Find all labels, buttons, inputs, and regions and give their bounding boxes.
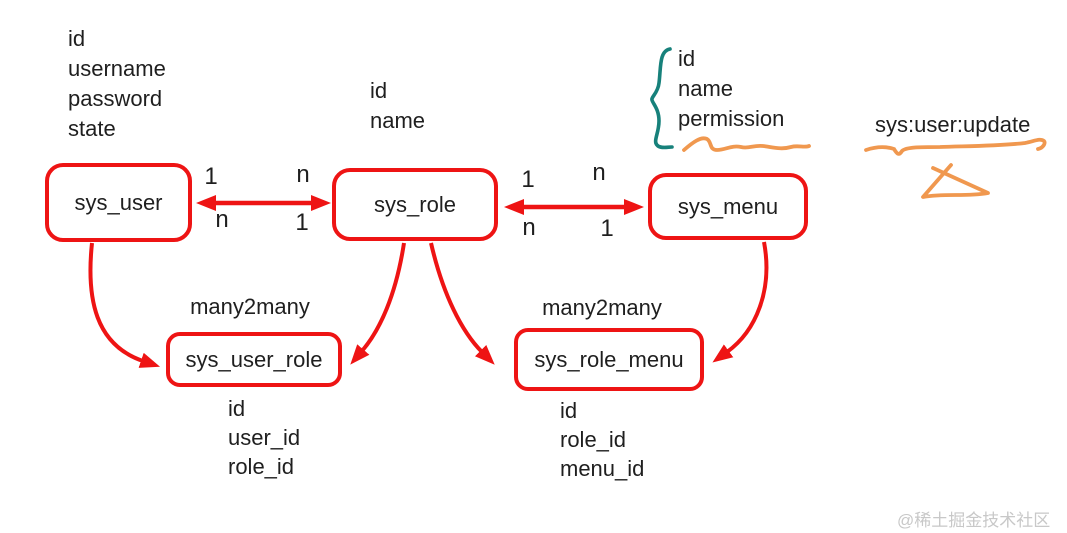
field-label: user_id [228, 425, 301, 450]
entity-box-sys-role-menu: sys_role_menu [514, 328, 704, 391]
cardinality-user-role-top-left: 1 [204, 163, 218, 190]
field-label: id [370, 78, 388, 103]
entity-label: sys_role_menu [534, 346, 684, 372]
relation-label-user-role: many2many [190, 294, 310, 319]
sys-menu-field-list: id name permission [678, 44, 784, 134]
field-label: id [228, 396, 246, 421]
field-label: id [560, 398, 578, 423]
sys-role-menu-field-list: id role_id menu_id [560, 396, 644, 483]
sys-user-role-field-list: id user_id role_id [228, 394, 300, 481]
field-label: id [678, 46, 696, 71]
field-label: role_id [560, 427, 627, 452]
permission-example-annotation: sys:user:update [875, 112, 1031, 137]
entity-label: sys_role [374, 191, 456, 217]
entity-label: sys_user_role [185, 346, 323, 372]
field-label: permission [678, 106, 785, 131]
entity-label: sys_menu [677, 193, 779, 219]
field-label: menu_id [560, 456, 645, 481]
entity-box-sys-user-role: sys_user_role [166, 332, 342, 387]
cardinality-user-role-bottom-right: 1 [295, 209, 309, 236]
field-label: password [68, 86, 163, 111]
entity-label: sys_user [74, 189, 163, 215]
arrow-menu-to-rolemenu [712, 241, 769, 363]
arrow-role-to-userrole [350, 242, 406, 365]
relation-label-role-menu: many2many [542, 295, 662, 320]
annotation-underline-squiggle-icon [864, 137, 1047, 156]
entity-box-sys-role: sys_role [332, 168, 498, 241]
sys-user-field-list: id username password state [68, 24, 166, 144]
field-label: state [68, 116, 116, 141]
field-label: username [68, 56, 166, 81]
entity-box-sys-user: sys_user [45, 163, 192, 242]
arrow-role-to-rolemenu [429, 242, 495, 365]
triangle-mark-icon [921, 163, 990, 199]
cardinality-role-menu-top-right: n [592, 159, 606, 186]
entity-box-sys-menu: sys_menu [648, 173, 808, 240]
cardinality-user-role-bottom-left: n [215, 206, 229, 233]
field-label: id [68, 26, 86, 51]
watermark: @稀土掘金技术社区 [897, 511, 1051, 530]
permission-underline-squiggle-icon [682, 136, 811, 152]
cardinality-role-menu-bottom-left: n [522, 214, 536, 241]
arrow-user-to-userrole [88, 242, 161, 368]
field-label: name [678, 76, 734, 101]
cardinality-role-menu-bottom-right: 1 [600, 215, 614, 242]
field-label: name [370, 108, 426, 133]
brace-icon [650, 47, 674, 150]
cardinality-user-role-top-right: n [296, 161, 310, 188]
field-label: role_id [228, 454, 295, 479]
cardinality-role-menu-top-left: 1 [521, 166, 535, 193]
sys-role-field-list: id name [370, 76, 425, 136]
